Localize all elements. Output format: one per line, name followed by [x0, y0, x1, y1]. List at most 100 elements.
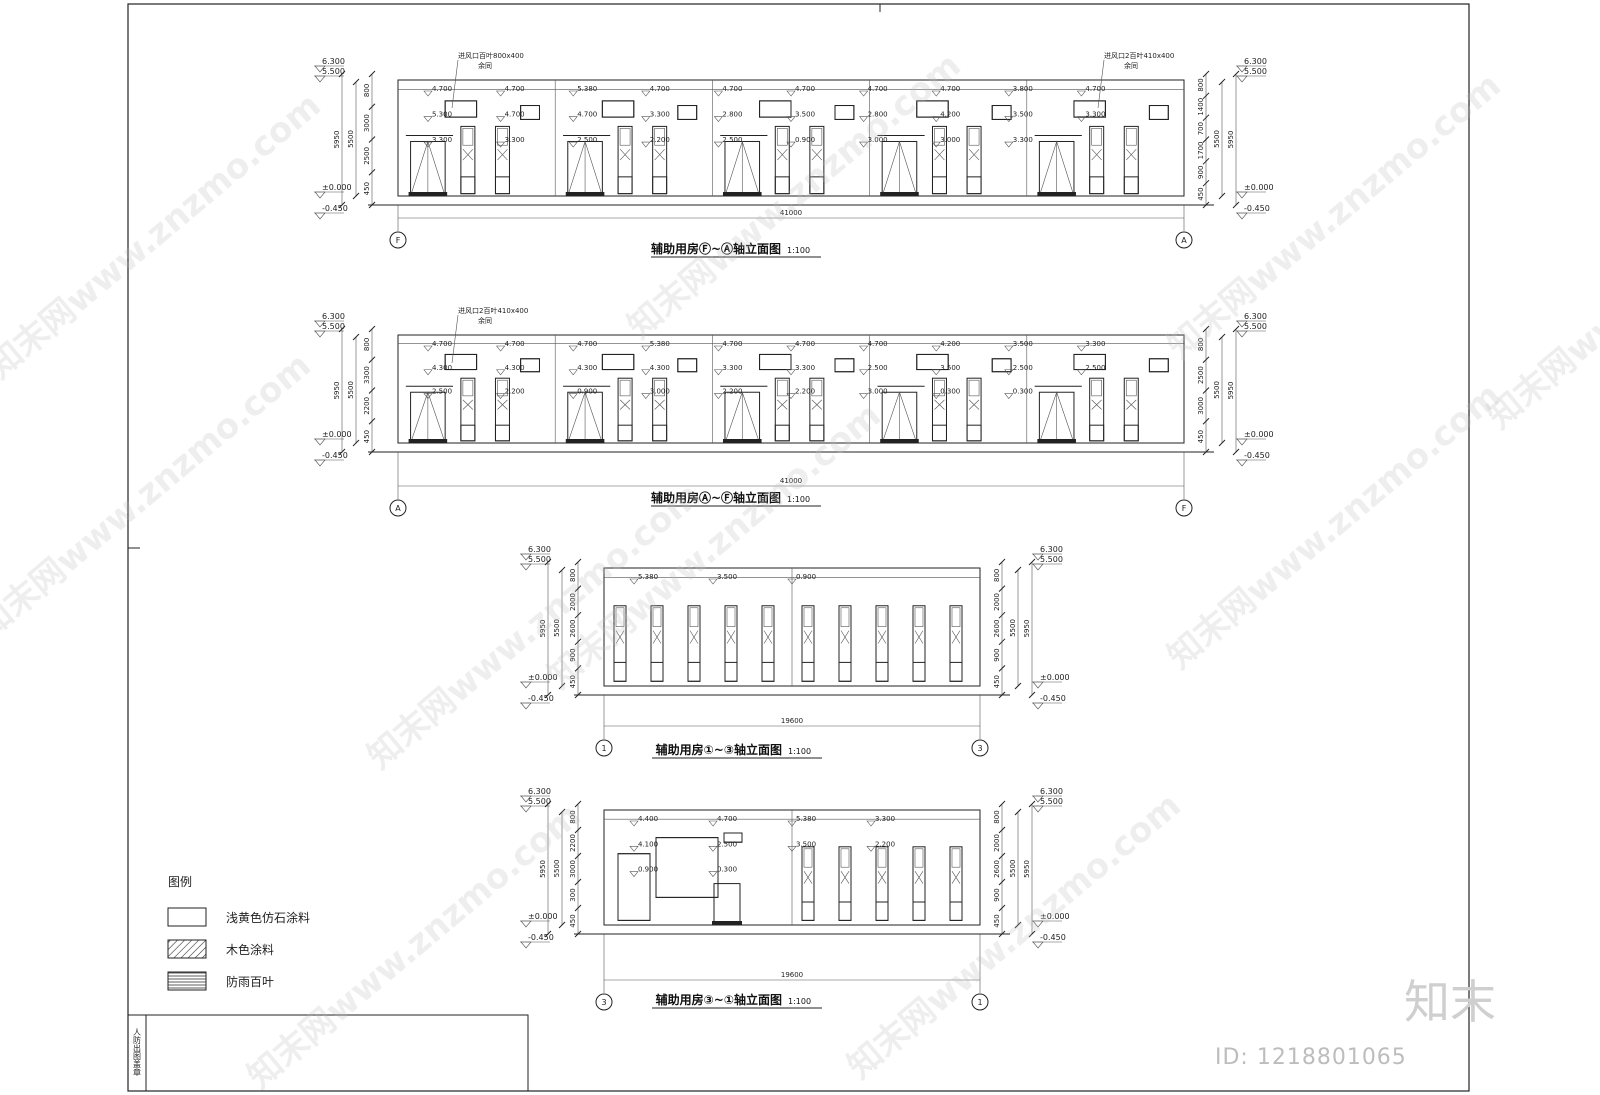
dim-label: 2000 [993, 834, 1001, 852]
elevation-mark: 3.000 [868, 388, 888, 396]
dim-tick [574, 611, 582, 619]
window-pane [968, 128, 980, 146]
elevation-mark: 2.500 [717, 840, 737, 848]
elevation-mark-marker [423, 141, 433, 148]
elevation-mark-marker [786, 345, 796, 352]
elevation-mark: 4.700 [722, 340, 742, 348]
dim-tick [544, 691, 552, 699]
wood-panel [774, 176, 790, 195]
louver [520, 105, 540, 120]
elevation-mark-marker [786, 141, 796, 148]
elevation-mark: 3.300 [722, 364, 742, 372]
dim-label: 800 [993, 569, 1001, 582]
window-glazing [763, 630, 773, 644]
level-label: ±0.000 [528, 912, 558, 921]
wood-panel [1123, 176, 1139, 195]
louver [444, 100, 478, 118]
stamp-label: 人防出图盖章 [133, 1028, 142, 1076]
window-pane [462, 128, 474, 146]
legend-label-wood: 木色涂料 [226, 942, 274, 957]
elevation-mark: 0.300 [717, 866, 737, 874]
louver [991, 358, 1012, 373]
louver [617, 853, 651, 921]
elevation-mark: 5.380 [638, 573, 658, 581]
elevation-mark: 2.500 [868, 364, 888, 372]
legend-title: 图例 [168, 875, 192, 889]
dim-tick [368, 168, 376, 176]
watermark-id: ID: 1218801065 [1215, 1045, 1407, 1070]
elevation-mark-marker [787, 578, 797, 585]
view-scale: 1:100 [787, 495, 810, 504]
elevation-mark-marker [629, 871, 639, 878]
wood-panel [494, 176, 510, 195]
level-label: -0.450 [1244, 451, 1270, 460]
window-pane [652, 607, 662, 627]
elevation-mark-marker [1004, 141, 1014, 148]
elevation-mark-marker [568, 116, 578, 123]
wood-panel [912, 901, 926, 921]
view-scale: 1:100 [788, 997, 811, 1006]
dim-tick [368, 448, 376, 456]
wood-panel [652, 424, 668, 442]
elevation-mark-marker [713, 369, 724, 376]
dim-label: 800 [569, 569, 577, 582]
dim-label: 450 [1197, 187, 1205, 200]
elevation-mark-marker [641, 393, 651, 400]
window-pane [914, 848, 924, 868]
level-marker [520, 941, 532, 949]
elevation-mark: 5.300 [432, 111, 452, 119]
elevation-mark: 0.900 [577, 388, 597, 396]
dim-label: 5500 [1213, 130, 1221, 148]
window-glazing [462, 399, 474, 410]
door-step [408, 439, 448, 443]
window [617, 853, 651, 921]
elevation-mark: 2.800 [868, 111, 888, 119]
elevation-mark-marker [495, 141, 506, 148]
wood-panel [617, 176, 633, 195]
elevation-mark-marker [858, 393, 869, 400]
dim-label: 5950 [1023, 860, 1031, 878]
window-pane [726, 607, 736, 627]
elevation-mark: 3.500 [717, 573, 737, 581]
louver [834, 358, 855, 373]
level-label: -0.450 [528, 933, 554, 942]
view-title: 辅助用房Ⓐ~Ⓕ轴立面图 [651, 490, 781, 505]
dim-tick [1028, 930, 1036, 938]
dim-tick [1202, 136, 1210, 143]
dim-label: 2500 [1197, 366, 1205, 384]
window-pane [951, 848, 961, 868]
elevation-mark: 0.300 [940, 388, 960, 396]
elevation-mark: 4.300 [505, 364, 525, 372]
wood-panel [875, 661, 889, 682]
watermark-text: 知末网www.znzmo.com [0, 85, 329, 387]
dim-label: 5950 [539, 620, 547, 638]
axis-bubble-left [389, 231, 407, 249]
level-marker [1032, 805, 1044, 813]
level-marker [520, 681, 532, 689]
dim-tick [1232, 448, 1240, 456]
elevation-mark: 2.200 [650, 136, 670, 144]
dim-tick [574, 665, 582, 672]
elevation-mark-marker [641, 141, 651, 148]
window-glazing [914, 871, 924, 884]
elevation-mark: 3.800 [1013, 85, 1033, 93]
elevation-mark-marker [787, 820, 797, 827]
elevation-mark-marker [568, 90, 578, 97]
wood-panel [774, 424, 790, 442]
watermark-text: 知末网www.znzmo.com [840, 785, 1189, 1087]
elevation-mark: 4.400 [638, 815, 658, 823]
wood-panel [1123, 424, 1139, 442]
dim-tick [368, 201, 376, 209]
wood-panel [1089, 424, 1105, 442]
watermark-text: 知末网www.znzmo.com [1160, 375, 1509, 677]
elevation-mark: 5.380 [650, 340, 670, 348]
elevation-mark-marker [866, 820, 876, 827]
elevation-mark: 4.700 [505, 85, 525, 93]
total-dim-label: 41000 [780, 477, 802, 485]
window-glazing [1091, 399, 1102, 410]
elevation-mark: 2.800 [722, 111, 742, 119]
wood-panel [931, 176, 947, 195]
louver [759, 353, 792, 371]
